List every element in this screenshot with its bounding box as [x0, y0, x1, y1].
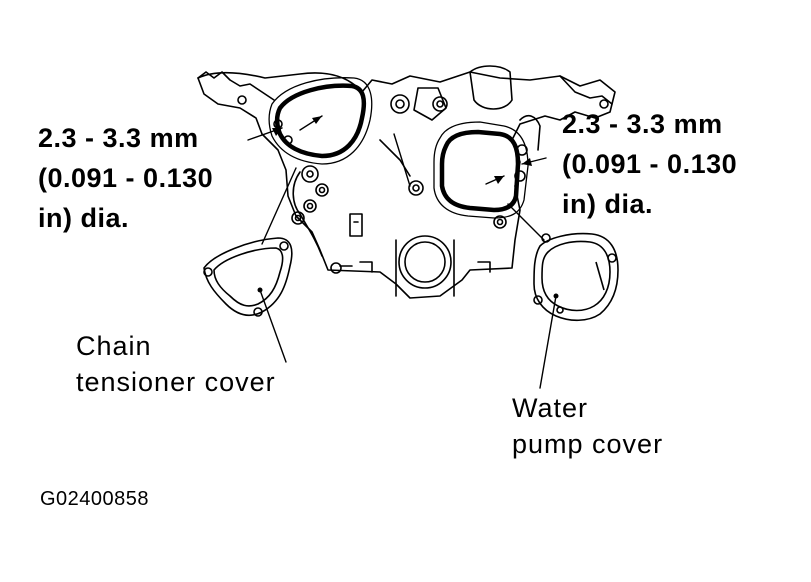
right-spec-line-3: in) dia.: [562, 189, 653, 219]
left-gasket: [274, 83, 367, 159]
figure-code: G02400858: [40, 488, 150, 510]
water-pump-line-2: pump cover: [512, 429, 664, 459]
chain-tensioner-line-1: Chain: [76, 331, 152, 361]
right-spec-label: 2.3 - 3.3 mm (0.091 - 0.130 in) dia.: [562, 104, 737, 224]
chain-tensioner-line-2: tensioner cover: [76, 367, 276, 397]
left-spec-label: 2.3 - 3.3 mm (0.091 - 0.130 in) dia.: [38, 118, 213, 238]
leader-water-pump: [539, 295, 557, 389]
water-pump-label: Water pump cover: [512, 390, 663, 462]
chain-tensioner-cover: [203, 237, 293, 317]
right-gasket: [439, 129, 521, 213]
leader-chain-tensioner: [259, 289, 287, 363]
right-spec-line-1: 2.3 - 3.3 mm: [562, 109, 723, 139]
right-spec-line-2: (0.091 - 0.130: [562, 149, 738, 179]
water-pump-line-1: Water: [512, 393, 589, 423]
left-spec-line-2: (0.091 - 0.130: [38, 163, 214, 193]
chain-tensioner-label: Chain tensioner cover: [76, 328, 276, 400]
timing-cover-outline: [197, 71, 616, 299]
left-spec-line-1: 2.3 - 3.3 mm: [38, 123, 199, 153]
left-spec-line-3: in) dia.: [38, 203, 129, 233]
water-pump-cover: [533, 232, 619, 322]
